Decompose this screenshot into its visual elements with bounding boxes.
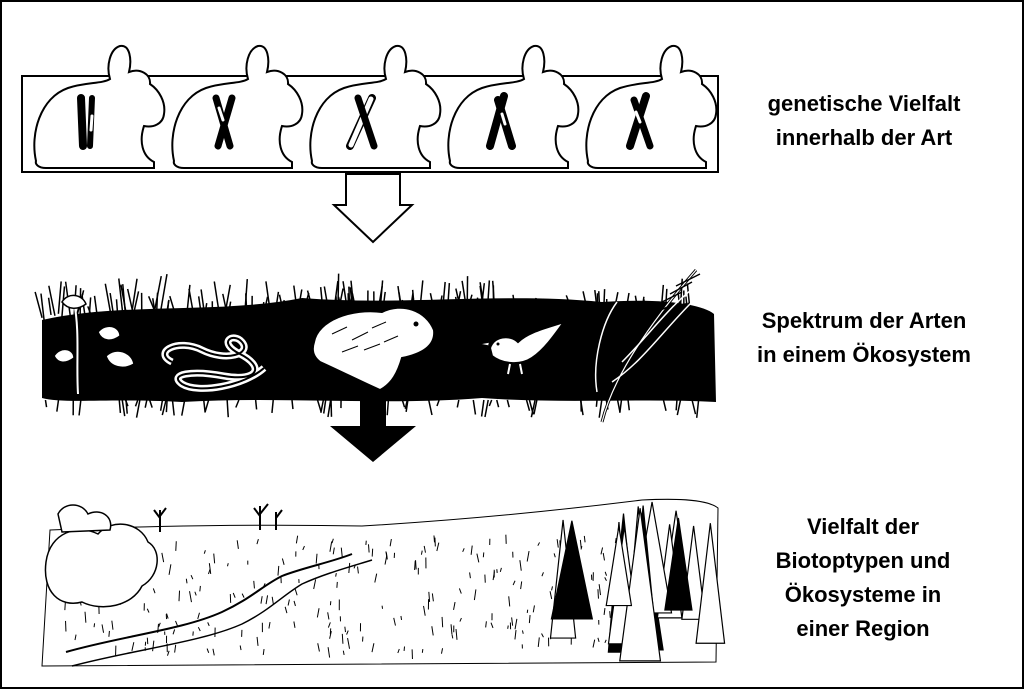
label-line: Ökosysteme in bbox=[784, 582, 942, 607]
label-species-spectrum: Spektrum der Arten in einem Ökosystem bbox=[714, 304, 1014, 372]
label-line: innerhalb der Art bbox=[775, 125, 953, 150]
bird-icon bbox=[477, 320, 567, 375]
label-line: Biotoptypen und bbox=[775, 548, 951, 573]
label-line: in einem Ökosystem bbox=[757, 342, 971, 367]
hollow-arrow-icon bbox=[331, 173, 415, 244]
rabbit-panel bbox=[21, 44, 719, 173]
chromosomes bbox=[77, 92, 654, 150]
label-biotope-diversity: Vielfalt der Biotoptypen und Ökosysteme … bbox=[738, 510, 988, 646]
label-line: Spektrum der Arten bbox=[761, 308, 967, 333]
hamster-icon bbox=[311, 306, 436, 392]
solid-arrow-icon bbox=[330, 394, 416, 462]
label-genetic-diversity: genetische Vielfalt innerhalb der Art bbox=[714, 87, 1014, 155]
plant-icon bbox=[53, 294, 135, 395]
species-strip bbox=[34, 269, 716, 423]
reed-icon bbox=[594, 269, 703, 423]
label-line: Vielfalt der bbox=[806, 514, 920, 539]
label-line: genetische Vielfalt bbox=[767, 91, 961, 116]
landscape-scene bbox=[41, 498, 726, 667]
snake-icon bbox=[161, 334, 267, 392]
label-line: einer Region bbox=[796, 616, 930, 641]
